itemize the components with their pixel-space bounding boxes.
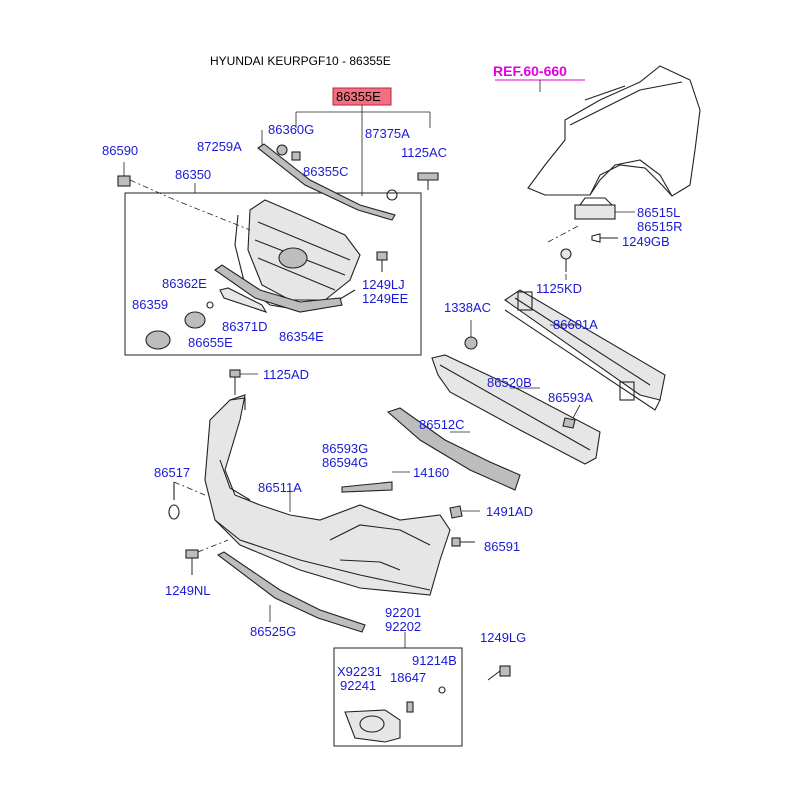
bolt-1249NL[interactable] bbox=[185, 549, 199, 575]
dash-86517 bbox=[173, 481, 206, 496]
grille-group-box bbox=[124, 192, 422, 356]
label-92241[interactable]: 92241 bbox=[340, 678, 376, 693]
label-1249LG[interactable]: 1249LG bbox=[480, 630, 526, 645]
clip-86655E[interactable] bbox=[206, 301, 214, 309]
label-86517[interactable]: 86517 bbox=[154, 465, 190, 480]
nut-1338AC[interactable] bbox=[464, 336, 478, 350]
label-1249EE[interactable]: 1249EE bbox=[362, 291, 409, 306]
clip-86360G-b[interactable] bbox=[291, 151, 301, 161]
dash-1249NL bbox=[197, 539, 229, 553]
emblem-86362E[interactable] bbox=[184, 311, 206, 329]
label-86371D[interactable]: 86371D bbox=[222, 319, 268, 334]
bolt-1125AC[interactable] bbox=[417, 172, 439, 190]
molding-86360G[interactable] bbox=[257, 143, 396, 221]
label-1125KD[interactable]: 1125KD bbox=[536, 281, 582, 296]
grille-86354E[interactable] bbox=[214, 264, 343, 313]
clip-86593A[interactable] bbox=[562, 417, 576, 429]
label-14160[interactable]: 14160 bbox=[413, 465, 449, 480]
hook-86517[interactable] bbox=[168, 482, 180, 520]
label-86355E[interactable]: 86355E bbox=[336, 89, 381, 104]
label-86525G[interactable]: 86525G bbox=[250, 624, 296, 639]
label-92201[interactable]: 92201 bbox=[385, 605, 421, 620]
foglamp-92201[interactable] bbox=[344, 709, 401, 743]
fender-part[interactable] bbox=[527, 65, 701, 197]
leader-86355E bbox=[295, 105, 431, 196]
label-86655E[interactable]: 86655E bbox=[188, 335, 233, 350]
label-86359[interactable]: 86359 bbox=[132, 297, 168, 312]
label-X92231[interactable]: X92231 bbox=[337, 664, 382, 679]
trim-14160[interactable] bbox=[341, 481, 393, 493]
label-86511A[interactable]: 86511A bbox=[258, 480, 302, 495]
strip-86512C[interactable] bbox=[386, 407, 521, 491]
clip-87375A[interactable] bbox=[386, 189, 398, 201]
beam-86601A[interactable] bbox=[504, 289, 666, 411]
clip-1491AD[interactable] bbox=[449, 505, 463, 519]
clip-87259A[interactable] bbox=[276, 144, 288, 156]
label-86350[interactable]: 86350 bbox=[175, 167, 211, 182]
label-86515L[interactable]: 86515L bbox=[637, 205, 680, 220]
bumper-86511A[interactable] bbox=[204, 394, 451, 596]
absorber-86520B[interactable] bbox=[431, 354, 601, 465]
label-86515R[interactable]: 86515R bbox=[637, 219, 683, 234]
label-86360G[interactable]: 86360G bbox=[268, 122, 314, 137]
label-86593A[interactable]: 86593A bbox=[548, 390, 593, 405]
label-92202[interactable]: 92202 bbox=[385, 619, 421, 634]
clip-86590[interactable] bbox=[117, 175, 131, 187]
label-86355C[interactable]: 86355C bbox=[303, 164, 349, 179]
label-87375A[interactable]: 87375A bbox=[365, 126, 410, 141]
label-87259A[interactable]: 87259A bbox=[197, 139, 242, 154]
ref-label[interactable]: REF.60-660 bbox=[493, 63, 567, 79]
label-1249NL[interactable]: 1249NL bbox=[165, 583, 211, 598]
label-18647[interactable]: 18647 bbox=[390, 670, 426, 685]
label-86593G[interactable]: 86593G bbox=[322, 441, 368, 456]
part-86371D[interactable] bbox=[219, 287, 268, 313]
leader-86593A bbox=[572, 404, 581, 419]
screw-86591[interactable] bbox=[451, 537, 475, 547]
label-1491AD[interactable]: 1491AD bbox=[486, 504, 533, 519]
label-1125AD[interactable]: 1125AD bbox=[263, 367, 309, 382]
bolt-1125AD[interactable] bbox=[229, 369, 241, 395]
label-86362E[interactable]: 86362E bbox=[162, 276, 207, 291]
bolt-1249GB[interactable] bbox=[591, 233, 618, 243]
bulb-91214B[interactable] bbox=[438, 686, 446, 694]
foglamp-group-box bbox=[333, 647, 463, 747]
label-86601A[interactable]: 86601A bbox=[553, 317, 598, 332]
label-1125AC[interactable]: 1125AC bbox=[401, 145, 447, 160]
dash-1125KD bbox=[547, 224, 581, 282]
label-1338AC[interactable]: 1338AC bbox=[444, 300, 491, 315]
screw-1249LG[interactable] bbox=[487, 665, 511, 681]
label-86591[interactable]: 86591 bbox=[484, 539, 520, 554]
label-86520B[interactable]: 86520B bbox=[487, 375, 532, 390]
dash-86590 bbox=[129, 179, 251, 231]
emblem-86359[interactable] bbox=[145, 330, 171, 350]
bracket-86515[interactable] bbox=[574, 197, 616, 220]
bulb-18647[interactable] bbox=[406, 701, 414, 713]
grille-86355C[interactable] bbox=[247, 199, 361, 301]
label-86590[interactable]: 86590 bbox=[102, 143, 138, 158]
label-86594G[interactable]: 86594G bbox=[322, 455, 368, 470]
diagram-title: HYUNDAI KEURPGF10 - 86355E bbox=[210, 54, 391, 68]
label-91214B[interactable]: 91214B bbox=[412, 653, 457, 668]
label-86354E[interactable]: 86354E bbox=[279, 329, 324, 344]
label-1249LJ[interactable]: 1249LJ bbox=[362, 277, 405, 292]
label-86512C[interactable]: 86512C bbox=[419, 417, 465, 432]
label-1249GB[interactable]: 1249GB bbox=[622, 234, 670, 249]
screw-1249LJ[interactable] bbox=[376, 251, 388, 272]
strip-86525G[interactable] bbox=[216, 551, 366, 633]
